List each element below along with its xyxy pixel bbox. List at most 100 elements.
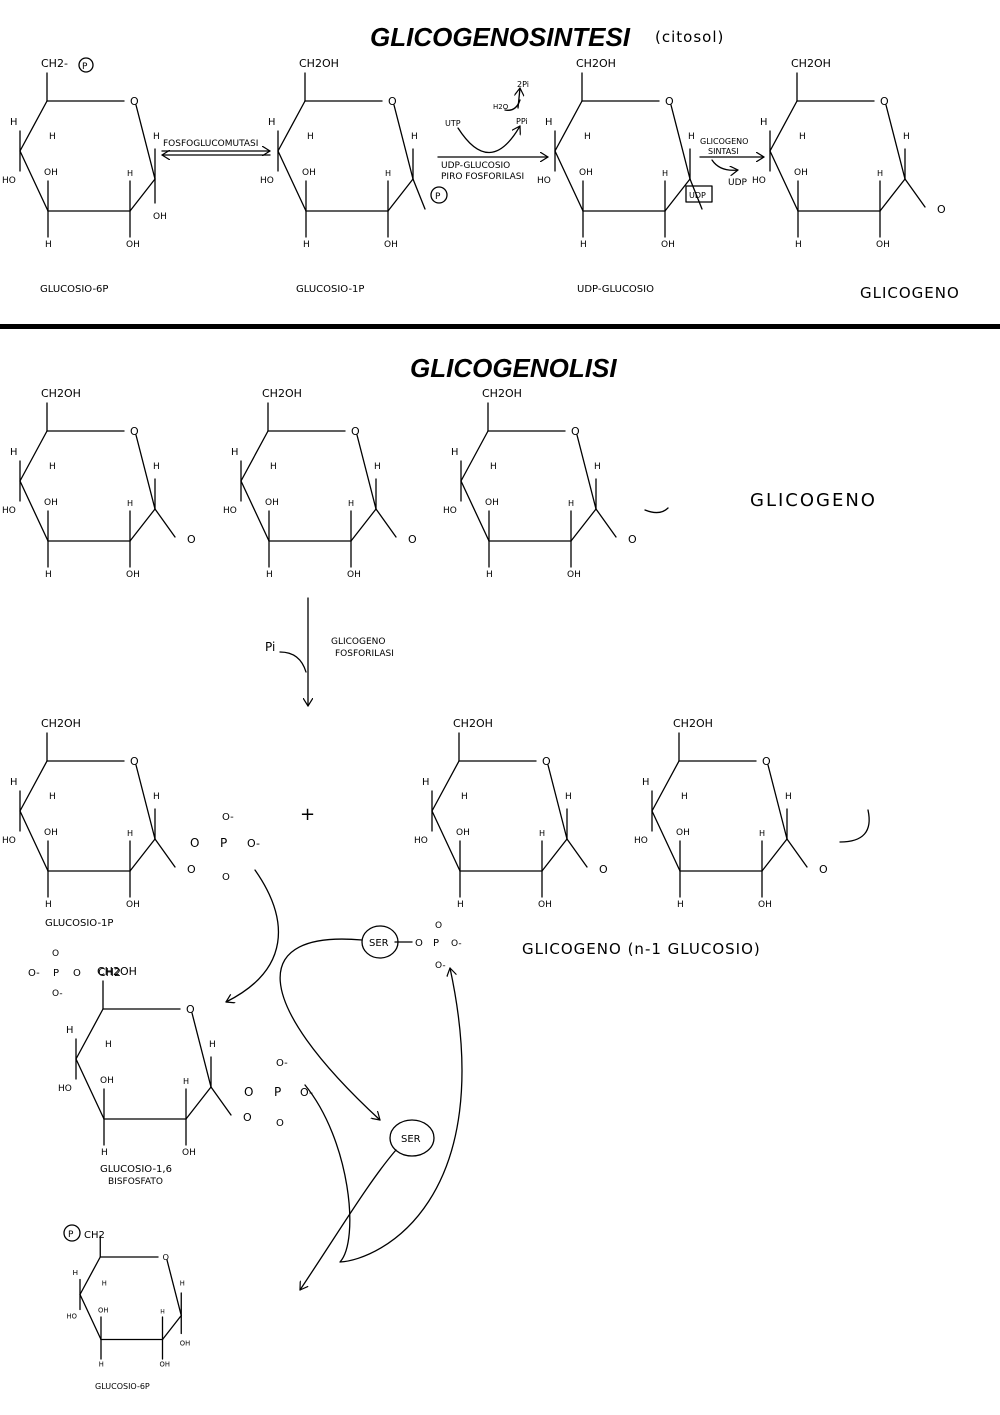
atom-label: OH [182, 1148, 196, 1158]
atom-label: HO [223, 506, 237, 516]
glyco-oxygen: O [819, 863, 828, 876]
glyco-oxygen: O [187, 533, 196, 546]
atom-label: HO [443, 506, 457, 516]
label-glucosio-1p-lysis: GLUCOSIO-1P [45, 918, 114, 929]
ring-bond [79, 1293, 102, 1341]
atom-label: OH [44, 168, 58, 178]
atom-label: OH [126, 900, 140, 910]
ch2oh-label: CH2- [41, 57, 68, 70]
atom-label: OH [44, 498, 58, 508]
ring-bond [670, 104, 691, 180]
atom-label: OH [265, 498, 279, 508]
ring-bond [191, 1012, 212, 1088]
atom-label: H [580, 240, 587, 250]
synthesis-title: GLICOGENOSINTESI [370, 22, 631, 52]
atom-label: OH [579, 168, 593, 178]
atom-label: H [760, 117, 767, 128]
ch2oh-label: CH2OH [97, 965, 137, 978]
atom-label: H [49, 462, 56, 472]
phosphate-o-minus: O- [300, 1086, 313, 1099]
ring-bond [129, 508, 156, 542]
phosphate-o: O [435, 921, 442, 931]
label-glucosio-6p-lysis: GLUCOSIO-6P [95, 1382, 150, 1391]
ring-bond [651, 810, 681, 872]
ch2-label: CH2 [84, 1230, 105, 1241]
atom-label: OH [126, 240, 140, 250]
atom-label: H [160, 1308, 165, 1315]
arrow-pirofosforilasi [437, 87, 549, 157]
reagent-utp: UTP [445, 119, 461, 128]
atom-label: OH [676, 828, 690, 838]
label-glicogeno-synthesis: GLICOGENO [860, 284, 960, 302]
ser-circle [389, 1119, 435, 1157]
glycogen-tail-chain [644, 507, 669, 514]
atom-label: H [457, 900, 464, 910]
atom-label: H [73, 1268, 79, 1277]
atom-label: HO [260, 176, 274, 186]
glyco-oxygen: O [628, 533, 637, 546]
ser-circle [361, 925, 399, 959]
arrow-fosfoglucomutasi [161, 151, 271, 155]
atom-label: HO [537, 176, 551, 186]
ring-bond [460, 480, 490, 542]
atom-label: H [539, 828, 545, 838]
ring-bond [664, 178, 691, 212]
ring-bond [554, 100, 583, 152]
ring-bond [129, 838, 156, 872]
enzyme-fosfoglucomutasi: FOSFOGLUCOMUTASI [163, 139, 259, 149]
ring-oxygen: O [130, 95, 139, 108]
atom-label: H [799, 132, 806, 142]
atom-label: H [153, 462, 160, 472]
ring-bond [769, 150, 799, 212]
phosphate-o: O [276, 1118, 284, 1129]
atom-label: H [677, 900, 684, 910]
atom-label: H [307, 132, 314, 142]
atom-label: HO [414, 836, 428, 846]
enzyme-pirofosforilasi-line1: UDP-GLUCOSIO [441, 161, 511, 171]
atom-label: OH [384, 240, 398, 250]
phosphate-p: P [53, 968, 59, 979]
ring-bond [240, 480, 270, 542]
arrow-glicogeno-sintasi [699, 157, 765, 170]
ring-bond [19, 760, 48, 812]
ring-bond [129, 178, 156, 212]
ring-bond [135, 104, 156, 180]
phosphate-o: O [222, 872, 230, 883]
enzyme-sintasi-line1: GLICOGENO [700, 137, 749, 146]
p-in-circle: P [435, 192, 441, 202]
atom-label: H [153, 792, 160, 802]
phosphate-o: O [73, 968, 81, 979]
inline-labels: P P P UDP SER SER [68, 62, 706, 1240]
atom-label: H [662, 168, 668, 178]
ring-bond [19, 100, 48, 152]
atom-label: OH [347, 570, 361, 580]
ser-label: SER [369, 938, 389, 949]
lysis-title: GLICOGENOLISI [410, 353, 617, 383]
label-glicogeno-lysis: GLICOGENO [750, 490, 877, 511]
atom-label: H [545, 117, 552, 128]
ch2oh-label: CH2OH [576, 57, 616, 70]
ring-bond [185, 1086, 212, 1120]
ch2oh-label: CH2OH [299, 57, 339, 70]
phosphate-o-minus: O- [222, 812, 234, 823]
atom-label: OH [44, 828, 58, 838]
arrow-glicogeno-fosforilasi [279, 597, 308, 707]
ring-oxygen: O [571, 425, 580, 438]
atom-label: OH [100, 1076, 114, 1086]
glyco-oxygen: O [408, 533, 417, 546]
ring-bond [767, 764, 788, 840]
ring-oxygen: O [388, 95, 397, 108]
ring-bond [554, 150, 584, 212]
label-udp-glucosio: UDP-GLUCOSIO [577, 284, 654, 295]
ring-bond [879, 178, 906, 212]
glyco-bond [595, 508, 617, 538]
p-in-circle: P [82, 62, 88, 72]
phosphate-circle-icon [63, 1224, 81, 1242]
atom-label: H [303, 240, 310, 250]
atom-label: H [266, 570, 273, 580]
atom-label: HO [2, 176, 16, 186]
atom-label: H [568, 498, 574, 508]
atom-label: H [209, 1040, 216, 1050]
atom-label: OH [302, 168, 316, 178]
